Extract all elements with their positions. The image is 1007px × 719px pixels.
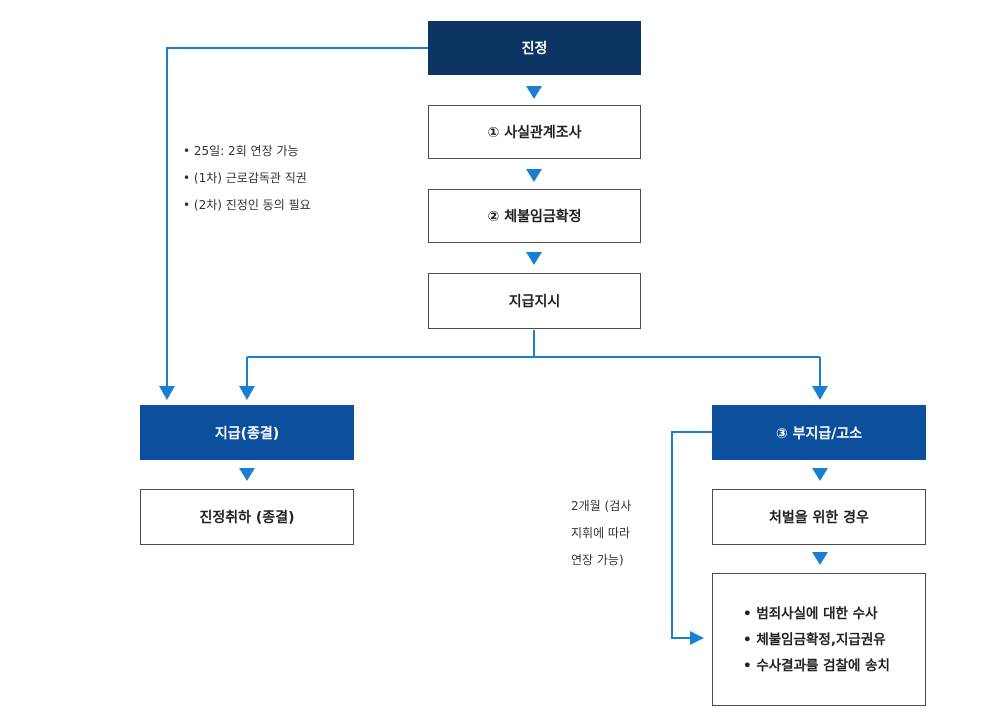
note-extension-line: • (2차) 진정인 동의 필요	[183, 198, 311, 212]
arrow-to-nonpayment	[812, 386, 828, 400]
arrow-to-investigation	[812, 552, 828, 565]
node-investigation: • 범죄사실에 대한 수사 • 체불임금확정,지급권유 • 수사결과를 검찰에 …	[712, 573, 926, 706]
arrow-to-paid-right	[239, 386, 255, 400]
connector-nonpayment-to-list	[671, 431, 712, 639]
arrow-to-investigation-side	[690, 631, 704, 645]
note-extension: • 25일: 2회 연장 가능 • (1차) 근로감독관 직권 • (2차) 진…	[183, 138, 311, 219]
node-withdrawal-label: 진정취하 (종결)	[199, 510, 295, 526]
node-punishment-case-label: 처벌을 위한 경우	[769, 510, 869, 526]
note-two-month-line: 연장 가능)	[571, 553, 624, 567]
node-pay-order: 지급지시	[428, 273, 641, 329]
investigation-item: • 체불임금확정,지급권유	[743, 631, 886, 648]
note-two-month-line: 2개월 (검사	[571, 499, 632, 513]
connector-arrowheads	[159, 86, 828, 645]
arrow-to-withdrawal	[239, 468, 255, 481]
node-nonpayment: ③ 부지급/고소	[712, 405, 926, 460]
note-two-month-line: 지휘에 따라	[571, 526, 631, 540]
node-fact-check: ① 사실관계조사	[428, 105, 641, 159]
node-pay-order-label: 지급지시	[508, 294, 561, 310]
investigation-item: • 수사결과를 검찰에 송치	[743, 657, 890, 674]
connector-petition-to-paid	[166, 47, 428, 388]
node-fact-check-label: ① 사실관계조사	[487, 125, 582, 141]
investigation-item: • 범죄사실에 대한 수사	[743, 605, 878, 622]
node-petition-label: 진정	[521, 41, 548, 57]
node-punishment-case: 처벌을 위한 경우	[712, 489, 926, 545]
note-two-month: 2개월 (검사 지휘에 따라 연장 가능)	[571, 493, 631, 574]
node-wage-confirm-label: ② 체불임금확정	[487, 209, 582, 225]
node-paid-closed: 지급(종결)	[140, 405, 354, 460]
node-wage-confirm: ② 체불임금확정	[428, 189, 641, 243]
arrow-to-punishment	[812, 468, 828, 481]
arrow-to-fact-check	[526, 86, 542, 99]
node-nonpayment-label: ③ 부지급/고소	[775, 425, 863, 442]
arrow-to-paid-left	[159, 386, 175, 400]
note-extension-line: • 25일: 2회 연장 가능	[183, 144, 299, 158]
node-paid-closed-label: 지급(종결)	[214, 425, 280, 442]
connector-lines	[166, 47, 821, 639]
arrow-to-pay-order	[526, 252, 542, 265]
node-petition: 진정	[428, 21, 641, 75]
node-withdrawal: 진정취하 (종결)	[140, 489, 354, 545]
arrow-to-wage-confirm	[526, 169, 542, 182]
note-extension-line: • (1차) 근로감독관 직권	[183, 171, 307, 185]
